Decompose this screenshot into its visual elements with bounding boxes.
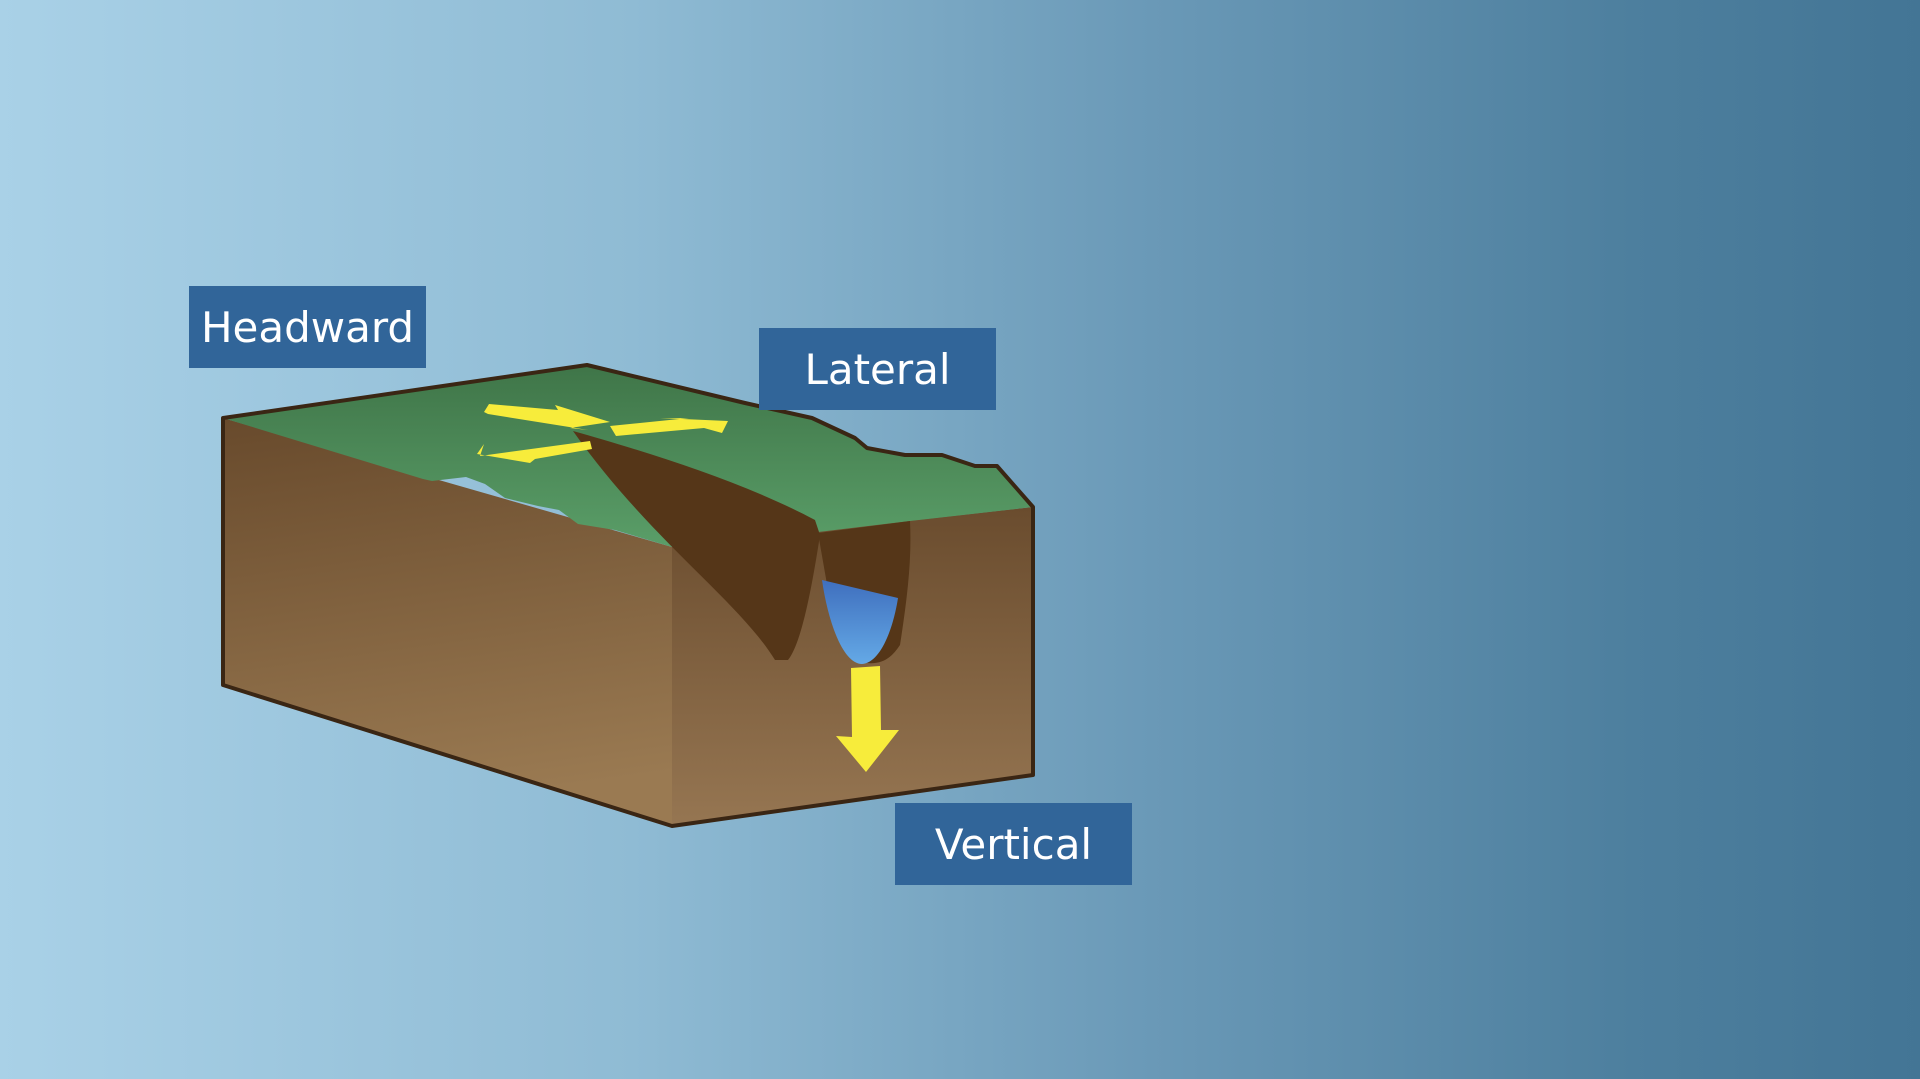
- lateral-label: Lateral: [759, 328, 996, 410]
- arrow-down-icon: [836, 666, 899, 772]
- block-front-left-face: [223, 418, 672, 826]
- headward-label: Headward: [189, 286, 426, 368]
- double-arrow-icon: [477, 404, 728, 463]
- water: [822, 580, 898, 664]
- gully-channel: [573, 431, 820, 660]
- vertical-label: Vertical: [895, 803, 1132, 885]
